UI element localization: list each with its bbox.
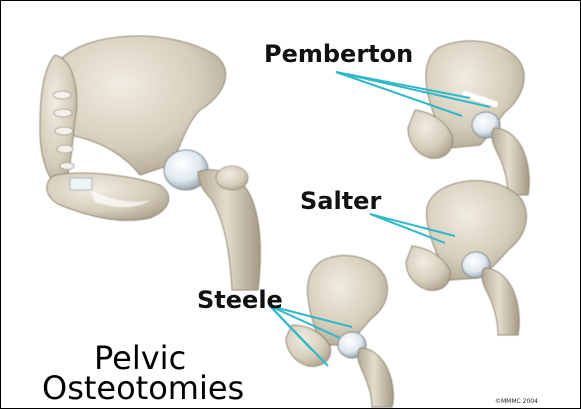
pemberton-label: Pemberton bbox=[264, 40, 413, 68]
title-line-2: Osteotomies bbox=[42, 369, 244, 407]
copyright-text: ©MMMC 2004 bbox=[495, 398, 538, 405]
steele-label: Steele bbox=[197, 286, 283, 314]
salter-label: Salter bbox=[300, 187, 381, 215]
